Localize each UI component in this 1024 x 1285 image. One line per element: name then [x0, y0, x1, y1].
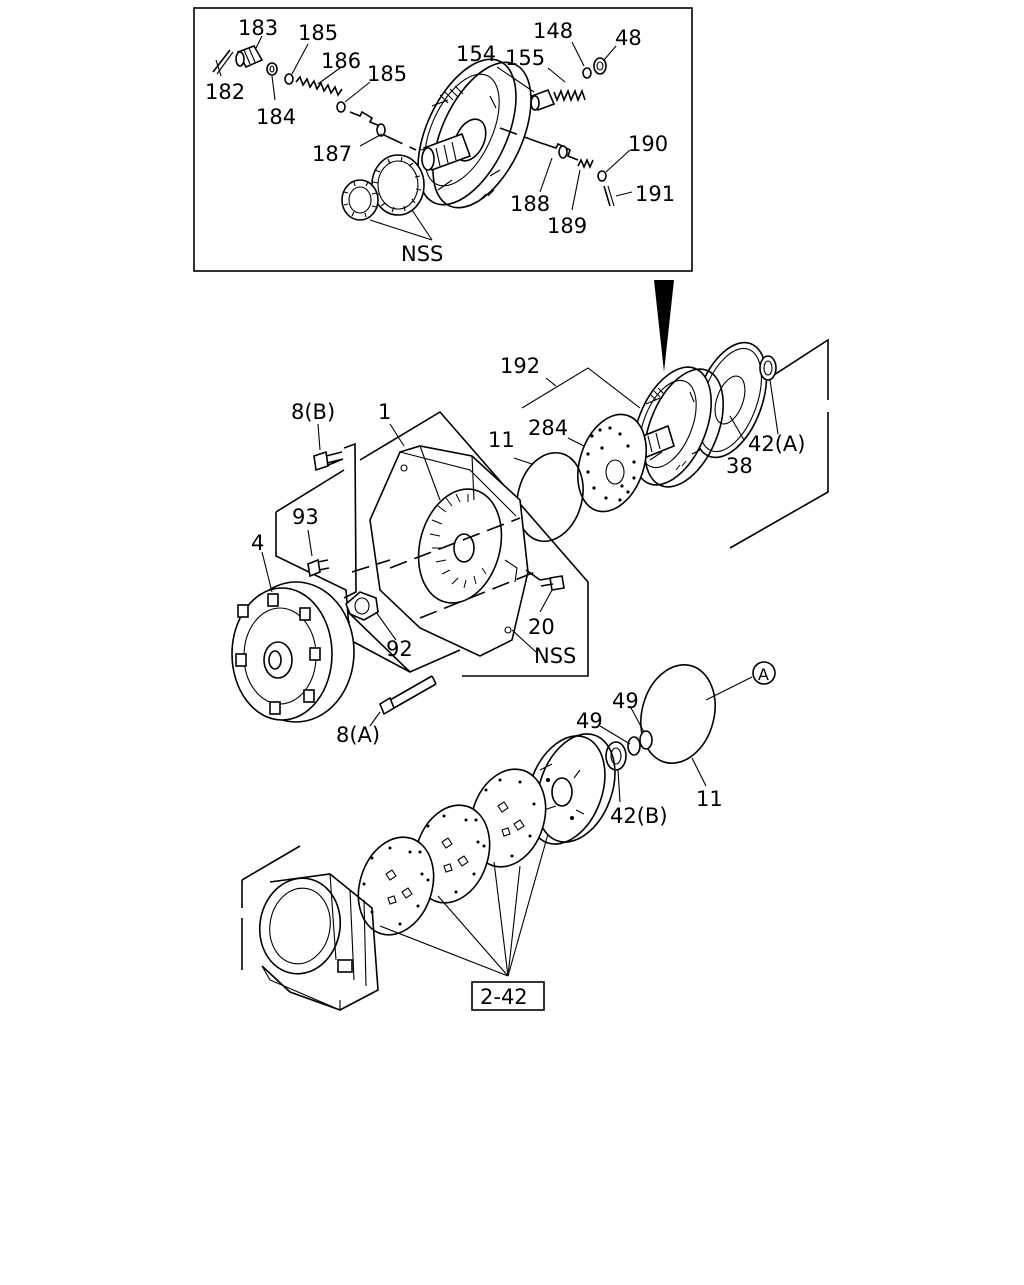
- seal-42b-icon: [605, 741, 627, 771]
- label-189: 189: [547, 214, 587, 238]
- label-191: 191: [635, 182, 675, 206]
- label-48: 48: [615, 26, 642, 50]
- pin-191-icon: [603, 185, 615, 207]
- ref-2-42: 2-42: [480, 985, 528, 1009]
- bolt-8b-icon: [313, 450, 344, 472]
- label-192: 192: [500, 354, 540, 378]
- bracket-192: [521, 367, 641, 409]
- label-circle-a: A: [758, 665, 769, 684]
- label-49b: 49: [612, 689, 639, 713]
- label-185a: 185: [298, 21, 338, 45]
- torque-converter-icon: [231, 581, 355, 723]
- valve-188-icon: [537, 141, 579, 161]
- transmission-case-icon: [240, 845, 379, 1011]
- seal-48-icon: [593, 57, 607, 75]
- spring-189-icon: [577, 157, 594, 170]
- inset-panel: 183 185 186 185 182 184 187 154 155 148 …: [193, 7, 693, 272]
- label-nss-main: NSS: [534, 644, 576, 668]
- label-184: 184: [256, 105, 296, 129]
- ref-box: [471, 981, 545, 1011]
- pump-assembly-icon: [417, 58, 532, 209]
- main-leaders: [261, 379, 779, 803]
- converter-housing-icon: [369, 445, 529, 657]
- label-190: 190: [628, 132, 668, 156]
- clutch-plate-icon: [357, 768, 547, 936]
- label-154: 154: [456, 42, 496, 66]
- ring-148-icon: [582, 67, 592, 79]
- plug-183-icon: [235, 45, 264, 69]
- pin-182-icon: [212, 49, 234, 75]
- plug-190-icon: [597, 170, 607, 182]
- label-49a: 49: [576, 709, 603, 733]
- bracket-right: [729, 338, 830, 549]
- ref-leaders: [379, 833, 549, 977]
- label-148: 148: [533, 19, 573, 43]
- valve-184-icon: [266, 62, 278, 76]
- label-11b: 11: [696, 787, 723, 811]
- gear-inner-icon: [341, 179, 379, 221]
- label-92: 92: [386, 637, 413, 661]
- label-42b: 42(B): [610, 804, 668, 828]
- bolt-8a-icon: [379, 675, 437, 716]
- label-nss-inset: NSS: [401, 242, 443, 266]
- lower-pump-icon: [526, 733, 616, 845]
- label-183: 183: [238, 16, 278, 40]
- seal-92-icon: [345, 591, 379, 621]
- inset-leaders: [215, 35, 633, 241]
- label-155: 155: [505, 46, 545, 70]
- valve-187-icon: [349, 110, 417, 151]
- spring-155-icon: [553, 88, 586, 103]
- label-187: 187: [312, 142, 352, 166]
- label-93: 93: [292, 505, 319, 529]
- inset-frame: [193, 7, 693, 272]
- label-38: 38: [726, 454, 753, 478]
- ring-49a-icon: [627, 736, 641, 756]
- label-185b: 185: [367, 62, 407, 86]
- oring-11b-icon: [640, 664, 716, 764]
- gear-ring-icon: [371, 154, 425, 216]
- callout-arrow-icon: [654, 280, 674, 372]
- label-284: 284: [528, 416, 568, 440]
- label-8b: 8(B): [291, 400, 335, 424]
- seal-42a-icon: [759, 355, 777, 381]
- bolt-93-icon: [307, 558, 330, 578]
- ring-49b-icon: [639, 730, 653, 750]
- label-11a: 11: [488, 428, 515, 452]
- label-8a: 8(A): [336, 723, 380, 747]
- spring-186-icon: [295, 75, 343, 97]
- bolt-20-icon: [539, 575, 565, 591]
- ring-185-icon: [284, 73, 294, 85]
- label-182: 182: [205, 80, 245, 104]
- oring-11a-icon: [516, 451, 584, 543]
- label-1: 1: [378, 400, 391, 424]
- plate-284-icon: [577, 413, 647, 513]
- plug-154-icon: [530, 88, 556, 112]
- reference-a-icon: [752, 661, 776, 685]
- label-188: 188: [510, 192, 550, 216]
- label-4: 4: [251, 531, 264, 555]
- label-42a: 42(A): [748, 432, 805, 456]
- label-186: 186: [321, 49, 361, 73]
- ring-185b-icon: [336, 101, 346, 113]
- label-20: 20: [528, 615, 555, 639]
